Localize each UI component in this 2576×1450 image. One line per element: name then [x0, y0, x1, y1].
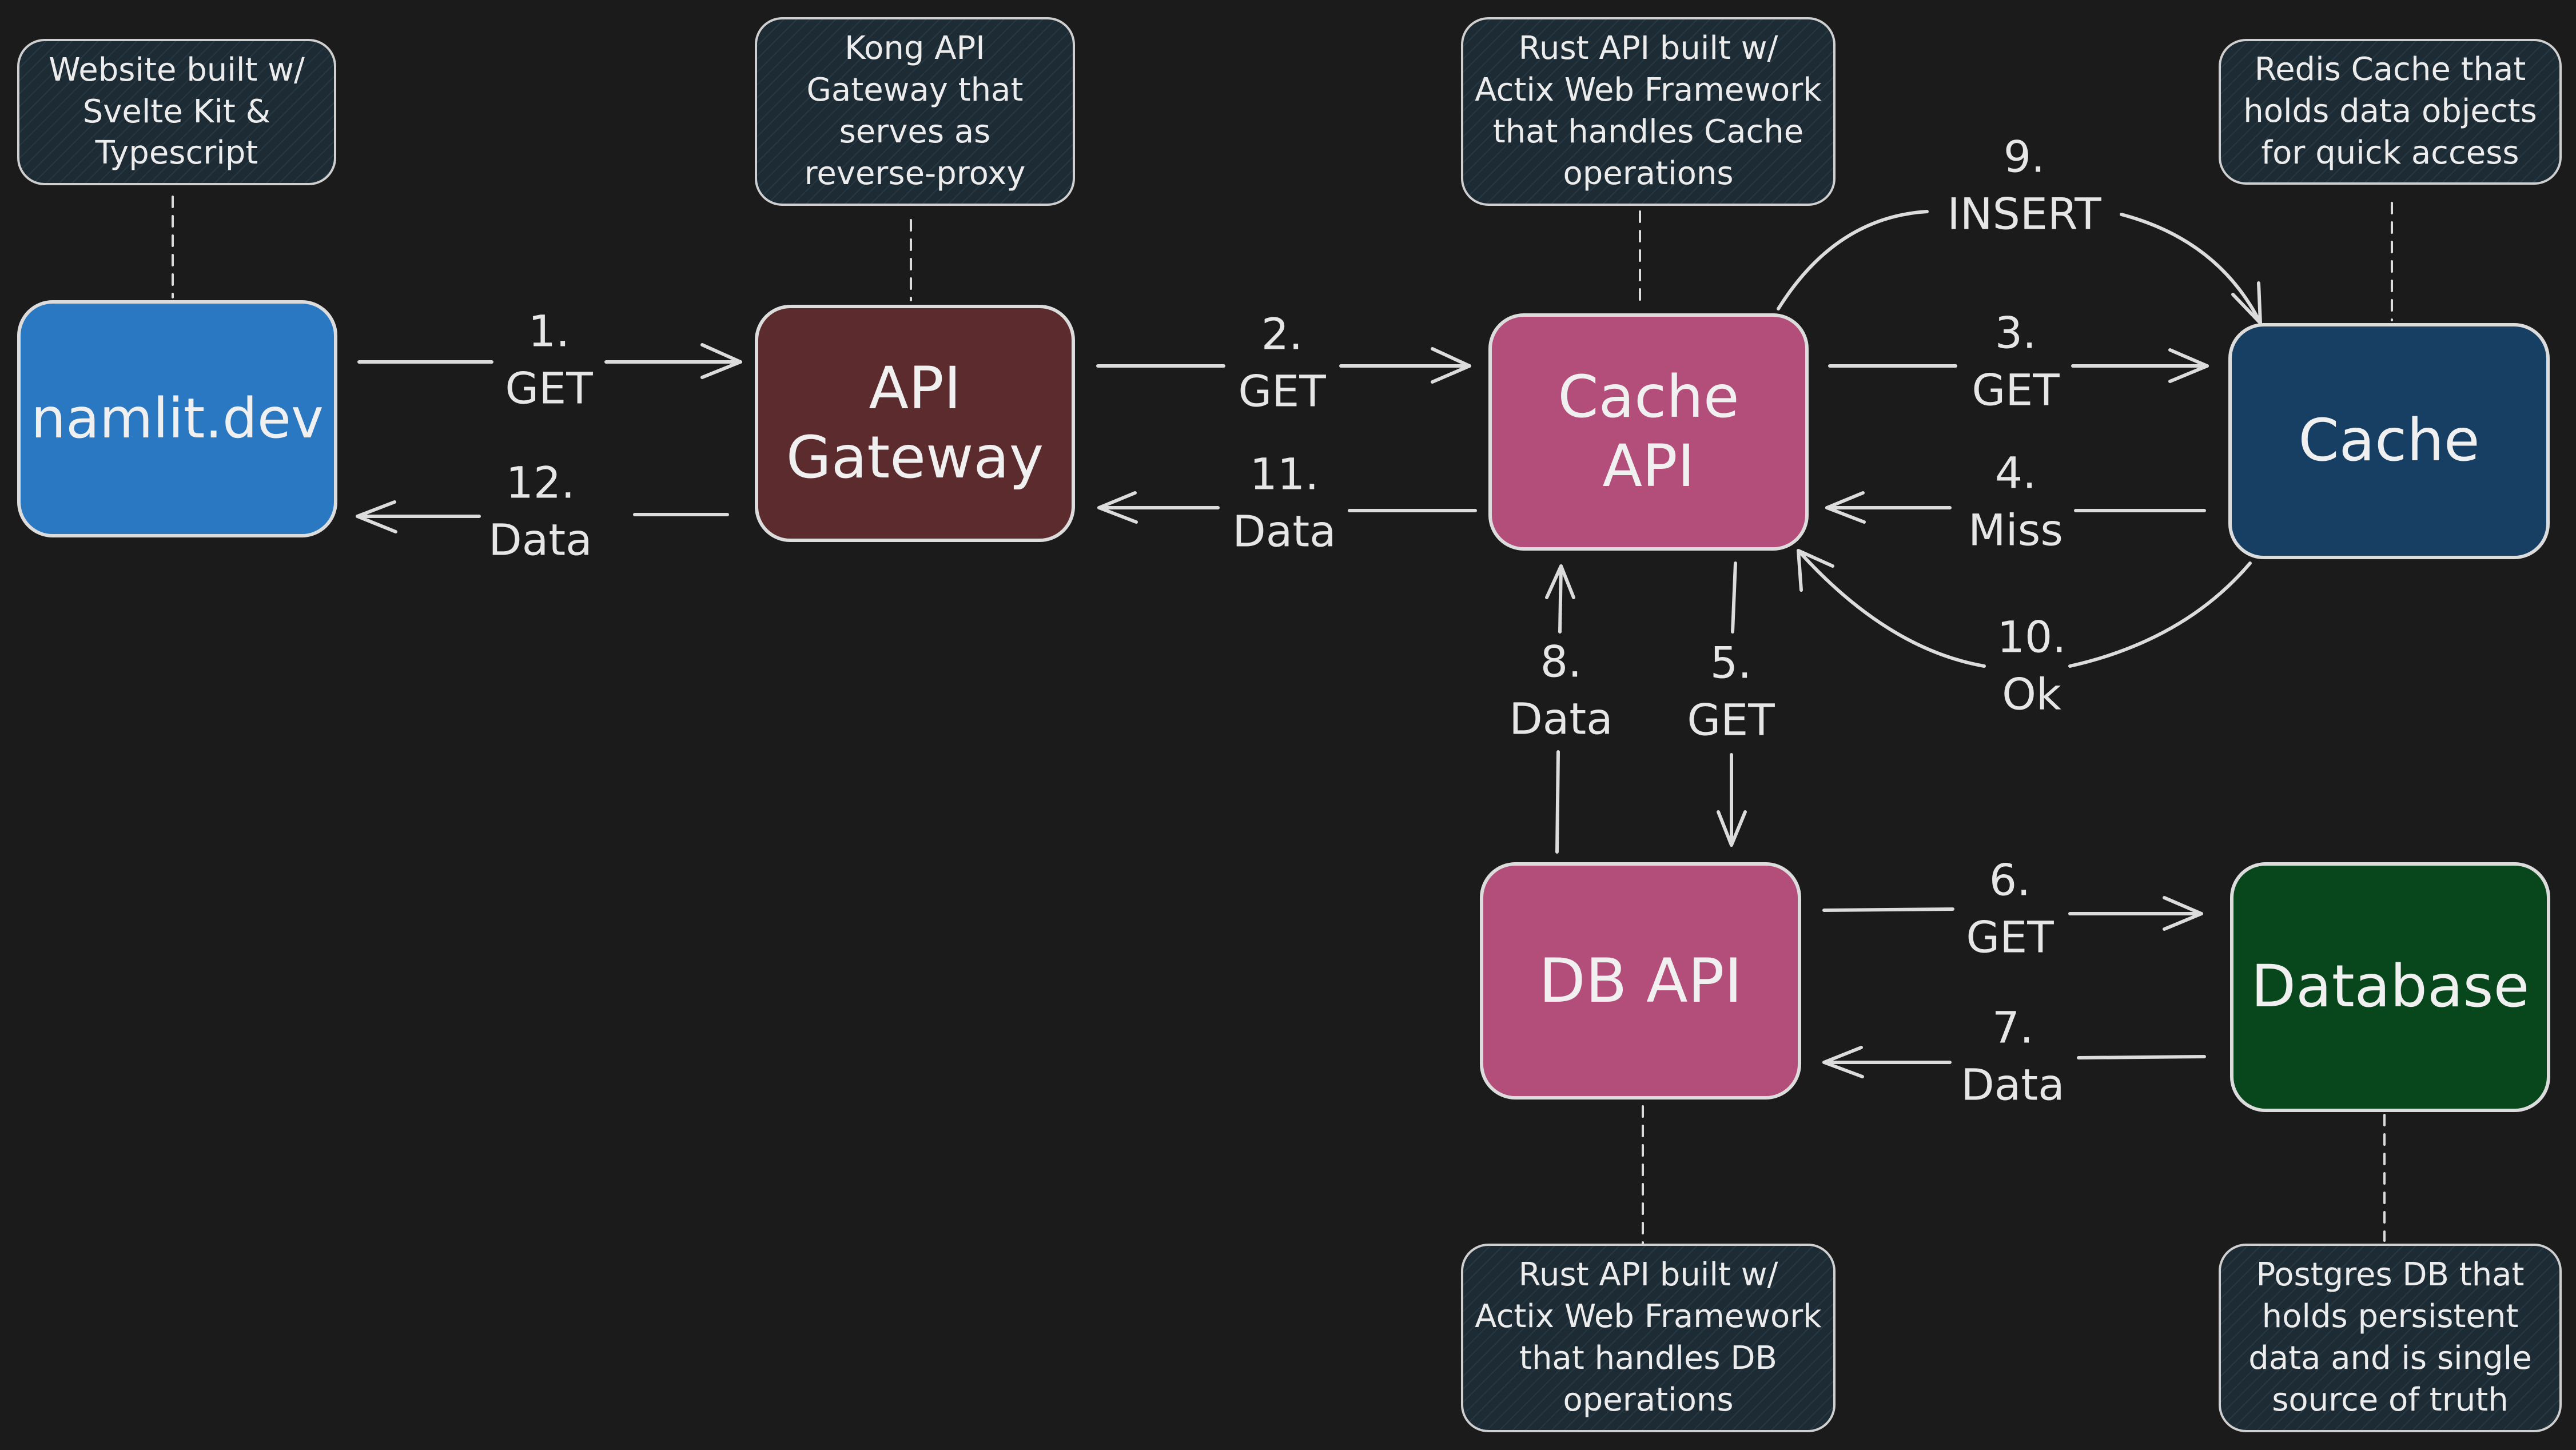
node-namlit-dev-label: namlit.dev	[31, 386, 324, 451]
node-cache-api-label: Cache API	[1558, 363, 1739, 500]
edge-1-label: 1. GET	[505, 303, 592, 418]
node-cache-api[interactable]: Cache API	[1488, 313, 1809, 551]
node-db-api[interactable]: DB API	[1480, 862, 1801, 1100]
edge-11-text: Data	[1232, 506, 1336, 557]
note-cache-api: Rust API built w/ Actix Web Framework th…	[1461, 17, 1836, 206]
edge-4-text: Miss	[1968, 505, 2063, 556]
edge-11-label: 11. Data	[1232, 446, 1336, 561]
edge-1-number: 1.	[528, 305, 570, 357]
edge-12-text: Data	[488, 515, 592, 565]
note-cache-api-text: Rust API built w/ Actix Web Framework th…	[1475, 30, 1822, 192]
edge-5-text: GET	[1687, 695, 1775, 746]
edge-3-label: 3. GET	[1972, 305, 2059, 420]
node-cache[interactable]: Cache	[2228, 323, 2550, 559]
edge-10-text: Ok	[2002, 669, 2061, 720]
edge-7-number: 7.	[1992, 1002, 2034, 1053]
note-namlit-dev-text: Website built w/ Svelte Kit & Typescript	[49, 51, 305, 172]
edge-5-number: 5.	[1710, 637, 1752, 688]
edge-4-label: 4. Miss	[1968, 445, 2063, 560]
note-connectors	[172, 196, 2393, 1248]
edge-7-arrow	[1822, 1046, 2206, 1078]
edge-2-label: 2. GET	[1238, 306, 1325, 421]
node-database-label: Database	[2251, 953, 2530, 1021]
node-api-gateway-label: API Gateway	[786, 354, 1044, 492]
node-cache-label: Cache	[2298, 407, 2480, 475]
edge-12-label: 12. Data	[488, 455, 592, 569]
edge-1-arrow	[357, 343, 742, 379]
edge-6-arrow	[1822, 896, 2203, 931]
edge-5-arrow	[1717, 561, 1747, 847]
note-api-gateway: Kong API Gateway that serves as reverse-…	[755, 17, 1075, 206]
edge-12-number: 12.	[505, 457, 575, 508]
note-database-text: Postgres DB that holds persistent data a…	[2248, 1256, 2532, 1419]
note-database: Postgres DB that holds persistent data a…	[2219, 1244, 2562, 1432]
edge-2-text: GET	[1238, 366, 1326, 417]
edge-7-text: Data	[1961, 1059, 2065, 1110]
node-db-api-label: DB API	[1539, 945, 1742, 1016]
edge-3-number: 3.	[1994, 307, 2037, 358]
edge-6-text: GET	[1966, 912, 2054, 963]
edge-2-number: 2.	[1261, 308, 1303, 360]
note-db-api: Rust API built w/ Actix Web Framework th…	[1461, 1244, 1836, 1432]
edge-1-text: GET	[505, 363, 593, 414]
edge-6-number: 6.	[1989, 854, 2031, 906]
edge-3-arrow	[1828, 348, 2209, 383]
edge-9-text: INSERT	[1947, 189, 2101, 240]
edge-4-number: 4.	[1994, 447, 2037, 499]
note-cache-text: Redis Cache that holds data objects for …	[2243, 51, 2537, 172]
edge-3-text: GET	[1972, 365, 2060, 416]
edge-10-arrow	[1797, 549, 2252, 668]
edge-11-arrow	[1097, 491, 1477, 524]
note-db-api-text: Rust API built w/ Actix Web Framework th…	[1475, 1256, 1822, 1419]
edge-12-arrow	[356, 500, 729, 533]
edge-8-number: 8.	[1540, 636, 1582, 687]
edge-9-number: 9.	[2003, 131, 2045, 182]
edge-6-label: 6. GET	[1966, 852, 2053, 967]
note-api-gateway-text: Kong API Gateway that serves as reverse-…	[804, 30, 1026, 192]
note-cache: Redis Cache that holds data objects for …	[2219, 39, 2562, 185]
edge-9-label: 9. INSERT	[1947, 129, 2101, 244]
edge-10-number: 10.	[1997, 611, 2067, 663]
edge-11-number: 11.	[1249, 448, 1319, 500]
edge-5-label: 5. GET	[1687, 635, 1774, 750]
node-namlit-dev[interactable]: namlit.dev	[17, 300, 337, 537]
edge-10-label: 10. Ok	[1997, 609, 2067, 724]
note-namlit-dev: Website built w/ Svelte Kit & Typescript	[17, 39, 336, 185]
node-api-gateway[interactable]: API Gateway	[755, 305, 1075, 542]
edge-4-arrow	[1825, 491, 2206, 524]
edge-7-label: 7. Data	[1961, 999, 2064, 1114]
edge-8-label: 8. Data	[1509, 634, 1613, 748]
node-database[interactable]: Database	[2230, 862, 2550, 1112]
edge-2-arrow	[1096, 347, 1471, 384]
edge-8-arrow	[1545, 564, 1575, 854]
edge-8-text: Data	[1509, 694, 1613, 744]
